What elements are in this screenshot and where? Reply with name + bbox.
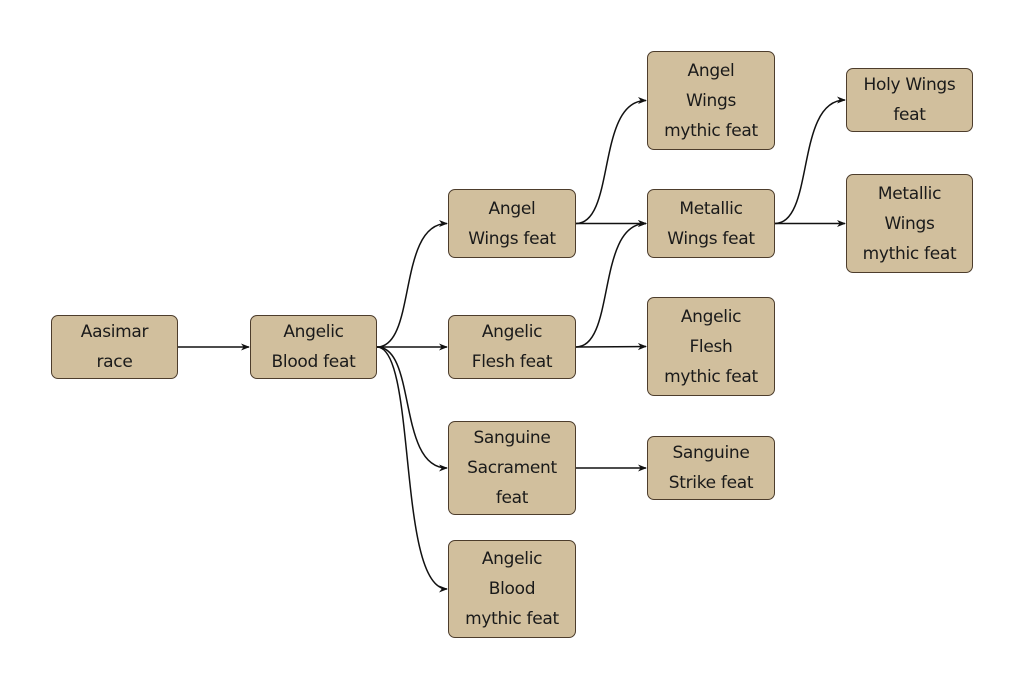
node-holy-wings-feat[interactable]: Holy Wings feat [846, 68, 973, 132]
edge-angelic-flesh-feat-to-angelic-flesh-mythic-feat [575, 342, 647, 351]
edge-metallic-wings-feat-to-holy-wings-feat [774, 96, 846, 225]
edge-angelic-flesh-feat-to-metallic-wings-feat [575, 219, 647, 348]
edge-angel-wings-feat-to-angel-wings-mythic-feat [575, 96, 647, 225]
edge-angelic-blood-feat-to-sanguine-sacrament-feat [376, 346, 448, 472]
node-metallic-wings-feat[interactable]: Metallic Wings feat [647, 189, 775, 258]
node-aasimar-race[interactable]: Aasimar race [51, 315, 178, 379]
edge-angelic-blood-feat-to-angel-wings-feat [376, 219, 448, 348]
edge-angelic-blood-feat-to-angelic-blood-mythic-feat [376, 346, 448, 593]
node-angel-wings-mythic-feat[interactable]: Angel Wings mythic feat [647, 51, 775, 150]
node-angelic-flesh-mythic-feat[interactable]: Angelic Flesh mythic feat [647, 297, 775, 396]
node-angelic-blood-mythic-feat[interactable]: Angelic Blood mythic feat [448, 540, 576, 638]
node-sanguine-strike-feat[interactable]: Sanguine Strike feat [647, 436, 775, 500]
node-metallic-wings-mythic-feat[interactable]: Metallic Wings mythic feat [846, 174, 973, 273]
node-angelic-blood-feat[interactable]: Angelic Blood feat [250, 315, 377, 379]
node-angel-wings-feat[interactable]: Angel Wings feat [448, 189, 576, 258]
node-sanguine-sacrament-feat[interactable]: Sanguine Sacrament feat [448, 421, 576, 515]
node-angelic-flesh-feat[interactable]: Angelic Flesh feat [448, 315, 576, 379]
